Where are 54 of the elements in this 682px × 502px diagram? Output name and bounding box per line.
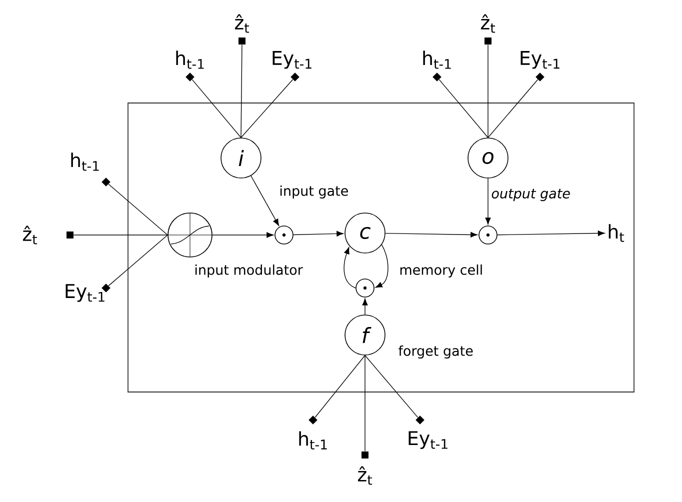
multiply-circle <box>274 226 294 244</box>
connector-line <box>488 79 538 138</box>
connector-line <box>364 355 366 452</box>
variable-label: ẑ$_{t}$ <box>22 226 38 244</box>
variable-label: h$_{t-1}$ <box>299 431 327 450</box>
variable-label: ẑ$_{t}$ <box>480 14 496 33</box>
modulator-circle <box>168 212 212 258</box>
input-terminal <box>102 284 110 292</box>
connector-line <box>438 79 488 138</box>
arrow <box>344 247 356 288</box>
input-terminal <box>102 178 110 186</box>
input-terminal <box>432 72 442 82</box>
connector-line <box>192 79 242 138</box>
connector-line <box>240 44 242 138</box>
output-label: h$_{t}$ <box>608 224 624 242</box>
gate-label: forget gate <box>398 345 473 359</box>
variable-label: Ey$_{t-1}$ <box>66 284 104 302</box>
input-terminal <box>536 72 544 82</box>
connector-line <box>73 234 168 236</box>
arrow <box>375 244 388 288</box>
arrow <box>250 175 280 226</box>
arrow <box>212 232 274 238</box>
multiply-circle <box>478 226 498 244</box>
gate-label: input modulator <box>195 264 303 278</box>
gate-label: memory cell <box>400 264 482 278</box>
connector-line <box>108 234 168 286</box>
variable-label: h$_{t-1}$ <box>423 50 451 69</box>
gate-label: output gate <box>492 188 570 202</box>
arrow <box>485 178 491 224</box>
multiply-circle <box>356 278 374 298</box>
input-terminal <box>66 232 74 238</box>
input-terminal <box>308 416 318 424</box>
variable-label: h$_{t-1}$ <box>176 50 204 69</box>
arrow <box>362 298 368 315</box>
gate-label: input gate <box>280 185 348 199</box>
input-terminal <box>186 72 194 82</box>
input-terminal <box>416 416 424 424</box>
connector-line <box>108 184 168 236</box>
input-terminal <box>290 72 300 82</box>
variable-label: ẑ$_{t}$ <box>234 14 250 33</box>
variable-label: h$_{t-1}$ <box>71 152 99 171</box>
input-terminal <box>238 38 246 44</box>
variable-label: Ey$_{t-1}$ <box>408 431 448 449</box>
input-terminal <box>484 38 492 44</box>
arrow <box>385 232 478 238</box>
input-terminal <box>362 452 368 458</box>
variable-label: Ey$_{t-1}$ <box>520 51 560 69</box>
connector-line <box>364 355 418 418</box>
arrow <box>293 230 344 236</box>
connector-line <box>240 79 294 138</box>
connector-line <box>314 355 366 418</box>
variable-label: ẑ$_{t}$ <box>358 466 372 485</box>
variable-label: Ey$_{t-1}$ <box>272 51 312 69</box>
arrow <box>497 230 605 236</box>
